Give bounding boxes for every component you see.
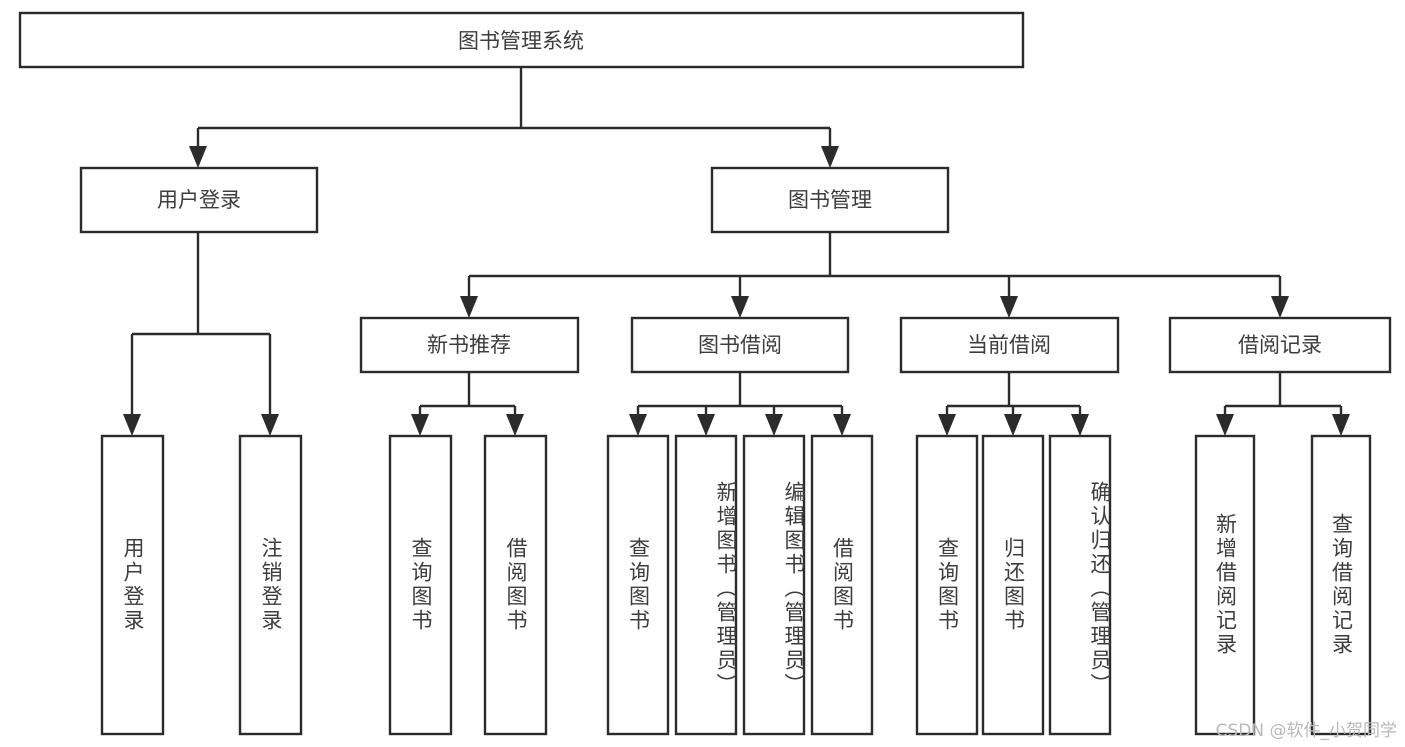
arrow-head-bookmgmt-to-record: [1271, 296, 1289, 318]
node-book-management-box[interactable]: [710, 166, 950, 234]
node-root-label: 图书管理系统: [458, 29, 584, 53]
connector-group: [123, 67, 1350, 436]
leaf-box-query-book-borrow[interactable]: [606, 434, 670, 736]
leaf-box-edit-book-admin[interactable]: [742, 434, 806, 736]
arrow-head-login-to-leaf1: [123, 414, 141, 436]
arrow-head-borrow-to-leaf3: [765, 414, 783, 436]
node-user-login-box[interactable]: [79, 166, 319, 234]
node-borrow-record-box[interactable]: [1168, 316, 1392, 374]
leaf-box-add-book-admin[interactable]: [674, 434, 738, 736]
node-new-book-recommend[interactable]: 新书推荐: [359, 316, 580, 374]
arrow-head-current-to-leaf2: [1004, 414, 1022, 436]
leaf-box-user-login[interactable]: [100, 434, 165, 736]
node-root-box[interactable]: [18, 11, 1025, 69]
arrow-head-root-to-bookmgmt: [821, 146, 839, 168]
arrow-head-borrow-to-leaf2: [697, 414, 715, 436]
arrow-head-newbook-to-leaf2: [506, 414, 524, 436]
leaf-box-logout-login[interactable]: [238, 434, 303, 736]
node-book-borrow-label: 图书借阅: [698, 333, 782, 357]
arrow-head-root-to-login: [189, 146, 207, 168]
arrow-head-login-to-leaf2: [261, 414, 279, 436]
node-borrow-record[interactable]: 借阅记录: [1168, 316, 1392, 374]
arrow-head-current-to-leaf3: [1071, 414, 1089, 436]
node-current-borrow[interactable]: 当前借阅: [899, 316, 1120, 374]
arrow-head-record-to-leaf1: [1216, 414, 1234, 436]
node-user-login-label: 用户登录: [157, 188, 241, 212]
node-book-borrow[interactable]: 图书借阅: [630, 316, 850, 374]
arrow-head-borrow-to-leaf4: [833, 414, 851, 436]
arrow-head-bookmgmt-to-borrow: [731, 296, 749, 318]
arrow-head-borrow-to-leaf1: [629, 414, 647, 436]
arrow-head-current-to-leaf1: [938, 414, 956, 436]
node-book-borrow-box[interactable]: [630, 316, 850, 374]
arrow-head-bookmgmt-to-newbook: [460, 296, 478, 318]
leaf-box-query-book-current[interactable]: [915, 434, 979, 736]
leaf-box-confirm-return-admin[interactable]: [1048, 434, 1112, 736]
arrow-head-record-to-leaf2: [1332, 414, 1350, 436]
leaf-box-query-book-newbook[interactable]: [388, 434, 453, 736]
arrow-head-newbook-to-leaf1: [411, 414, 429, 436]
leaf-box-add-borrow-record[interactable]: [1194, 434, 1256, 736]
leaf-box-borrow-book[interactable]: [810, 434, 874, 736]
node-book-management-label: 图书管理: [788, 188, 872, 212]
node-new-book-recommend-label: 新书推荐: [427, 333, 511, 357]
leaf-box-return-book[interactable]: [981, 434, 1045, 736]
csdn-watermark: CSDN @软件_小贺同学: [1215, 721, 1397, 741]
leaf-box-borrow-book-newbook[interactable]: [483, 434, 548, 736]
leaf-box-query-borrow-record[interactable]: [1310, 434, 1372, 736]
arrow-head-bookmgmt-to-current: [1000, 296, 1018, 318]
node-current-borrow-label: 当前借阅: [967, 333, 1051, 357]
node-book-management[interactable]: 图书管理: [710, 166, 950, 234]
leaf-box-group: [100, 434, 1372, 736]
node-new-book-recommend-box[interactable]: [359, 316, 580, 374]
node-user-login[interactable]: 用户登录: [79, 166, 319, 234]
node-root[interactable]: 图书管理系统: [18, 11, 1025, 69]
node-current-borrow-box[interactable]: [899, 316, 1120, 374]
node-borrow-record-label: 借阅记录: [1238, 333, 1322, 357]
